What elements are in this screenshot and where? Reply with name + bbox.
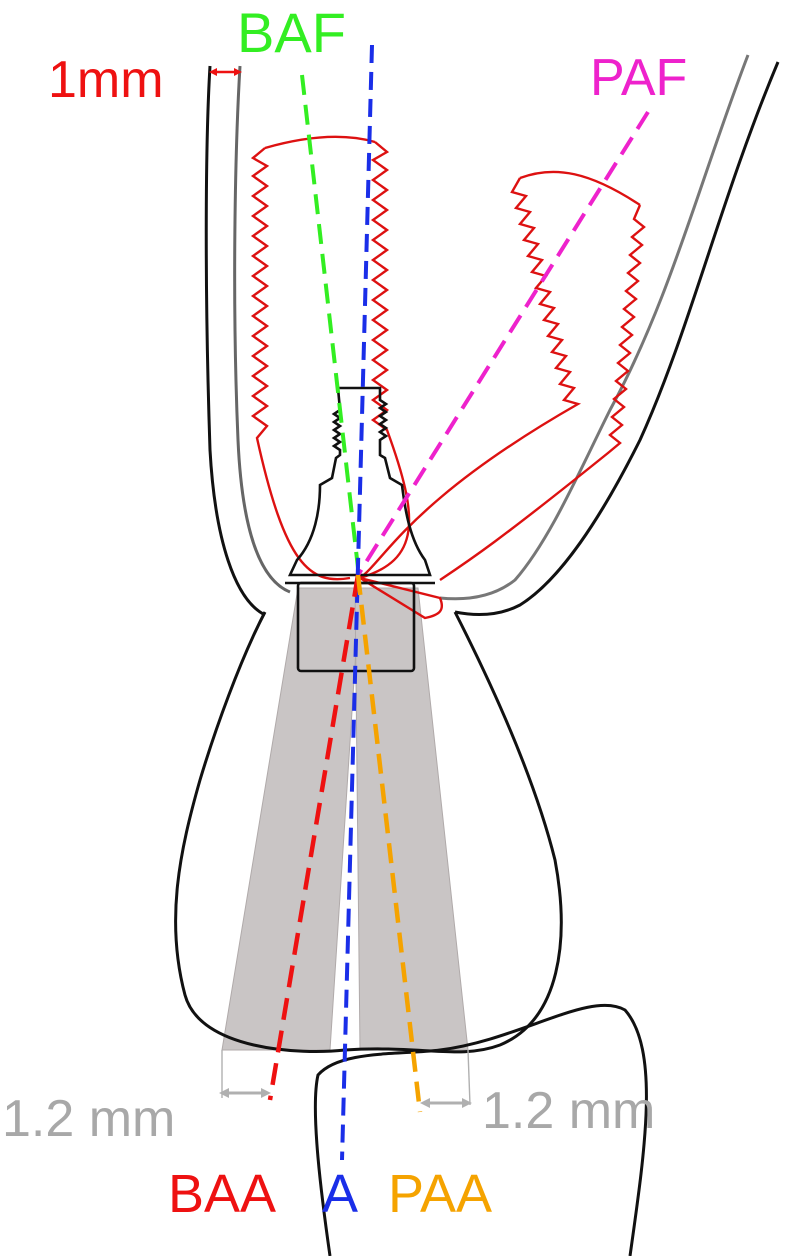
buccal-inner-contour [233,65,291,594]
palatal-outer-contour [454,61,780,617]
label-a: A [322,1164,358,1224]
paa-axis-line [355,574,423,1113]
label-paf: PAF [590,49,687,107]
implant-paf-outline [359,170,646,620]
paf-axis-line [356,110,650,577]
crown-zone-right [354,587,469,1051]
buccal-outer-contour [204,65,266,617]
palatal-inner-contour [439,54,750,601]
label-right-dimension: 1.2 mm [482,1082,655,1140]
a-axis-line [340,44,374,1161]
label-paa: PAA [388,1164,492,1224]
implant-baf-outline [250,135,411,581]
label-top-dimension: 1mm [48,51,164,109]
right-zone-edge [467,1049,471,1106]
opposing-tooth-outline [313,1003,648,1256]
baf-axis-line [300,74,360,569]
label-baa: BAA [168,1164,276,1224]
label-baf: BAF [237,1,346,64]
baa-axis-line [267,574,361,1101]
label-left-dimension: 1.2 mm [2,1090,175,1148]
